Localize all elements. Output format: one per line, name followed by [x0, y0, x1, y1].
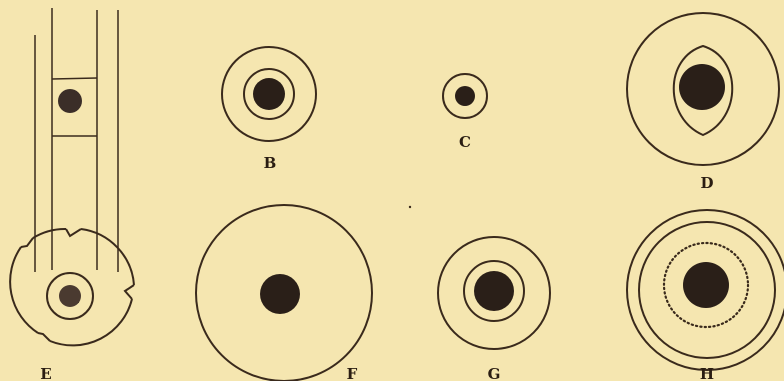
figure-e-notch-right	[125, 285, 134, 299]
figure-a-granule	[58, 89, 82, 113]
figure-e-notch-bottom	[38, 333, 50, 341]
figure-e-granule	[59, 285, 81, 307]
figure-e-notch-top	[66, 229, 81, 236]
figure-g-label: G	[488, 365, 501, 381]
figure-g-core	[474, 271, 514, 311]
figure-h-label: H	[700, 365, 714, 381]
figure-d: D	[627, 13, 779, 192]
figure-d-label: D	[700, 174, 713, 192]
figure-h: H	[627, 210, 784, 381]
figure-f-label: F	[347, 365, 358, 381]
figure-c-core	[455, 86, 475, 106]
figure-e: E	[10, 229, 134, 381]
figure-a: A	[35, 8, 118, 307]
figure-f: F	[196, 205, 372, 381]
figure-e-notch-left	[21, 238, 33, 247]
figure-d-core	[679, 64, 725, 110]
figure-a-upper-septum	[52, 78, 97, 79]
figure-c: C	[443, 74, 487, 151]
figure-e-outer-arc-1	[81, 229, 134, 285]
figure-b-label: B	[264, 154, 277, 172]
figure-e-outer-arc-4	[33, 229, 66, 238]
figure-e-label: E	[40, 365, 51, 381]
figure-e-outer-arc-3	[10, 247, 38, 333]
stray-speck	[409, 206, 411, 208]
figure-c-label: C	[459, 133, 471, 151]
figure-g: G	[438, 237, 550, 381]
figure-f-core	[260, 274, 300, 314]
figure-h-core	[683, 262, 729, 308]
figure-b-core	[253, 78, 285, 110]
figure-b: B	[222, 47, 316, 172]
